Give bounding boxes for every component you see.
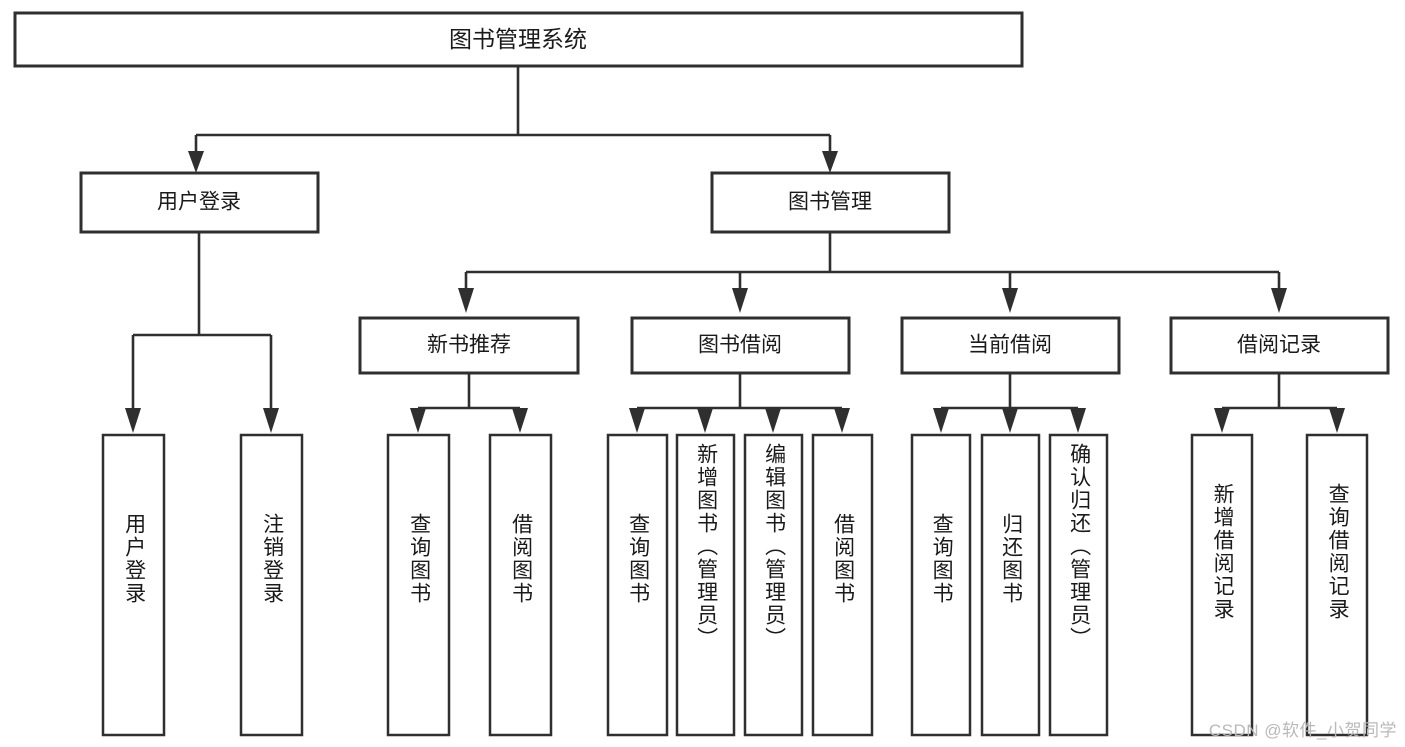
arrow-root-to-book-manage: [822, 151, 838, 173]
leaf-box-book-borrow-2[interactable]: [675, 433, 736, 737]
arrow-to-book-borrow: [732, 288, 748, 313]
leaf-box-borrow-record-1[interactable]: [1190, 433, 1254, 737]
node-root-system-label: 图书管理系统: [449, 26, 587, 52]
arrow-book-borrow-leaf2: [697, 408, 713, 433]
node-book-manage[interactable]: [710, 171, 951, 234]
arrow-root-to-user-login: [188, 151, 204, 173]
arrow-to-borrow-record: [1271, 288, 1287, 313]
leaf-box-book-borrow-1[interactable]: [606, 433, 669, 737]
node-borrow-record[interactable]: [1169, 316, 1390, 375]
node-current-borrow[interactable]: [900, 316, 1121, 375]
arrow-current-borrow-leaf2: [1002, 408, 1018, 433]
node-current-borrow-label: 当前借阅: [968, 334, 1052, 357]
node-new-book-recommend-label: 新书推荐: [427, 334, 511, 357]
node-book-manage-label: 图书管理: [788, 191, 872, 214]
leaf-box-book-borrow-4[interactable]: [811, 433, 874, 737]
arrow-book-borrow-leaf4: [834, 408, 850, 433]
arrow-current-borrow-leaf3: [1070, 408, 1086, 433]
arrow-user-login-leaf2: [263, 408, 279, 433]
leaf-box-current-borrow-3[interactable]: [1048, 433, 1109, 737]
node-new-book-recommend[interactable]: [358, 316, 580, 375]
leaf-box-user-login-1[interactable]: [101, 433, 166, 737]
arrow-to-new-book: [458, 288, 474, 313]
leaf-box-book-borrow-3[interactable]: [743, 433, 804, 737]
node-book-borrow-label: 图书借阅: [698, 334, 782, 357]
arrow-borrow-record-leaf2: [1329, 408, 1345, 433]
arrow-book-borrow-leaf1: [629, 408, 645, 433]
leaf-box-new-book-1[interactable]: [386, 433, 451, 737]
arrow-book-borrow-leaf3: [765, 408, 781, 433]
node-user-login-label: 用户登录: [157, 191, 241, 214]
arrow-current-borrow-leaf1: [933, 408, 949, 433]
arrow-borrow-record-leaf1: [1214, 408, 1230, 433]
arrow-new-book-leaf2: [512, 408, 528, 433]
leaf-box-user-login-2[interactable]: [239, 433, 304, 737]
leaf-box-current-borrow-1[interactable]: [910, 433, 972, 737]
leaf-box-borrow-record-2[interactable]: [1305, 433, 1369, 737]
arrow-new-book-leaf1: [410, 408, 426, 433]
arrow-to-current-borrow: [1002, 288, 1018, 313]
node-borrow-record-label: 借阅记录: [1237, 334, 1321, 357]
node-book-borrow[interactable]: [630, 316, 851, 375]
leaf-box-new-book-2[interactable]: [488, 433, 553, 737]
leaf-box-current-borrow-2[interactable]: [980, 433, 1041, 737]
node-root-system[interactable]: [13, 11, 1024, 68]
arrow-user-login-leaf1: [125, 408, 141, 433]
watermark-text: CSDN @软件_小贺同学: [1208, 721, 1397, 740]
